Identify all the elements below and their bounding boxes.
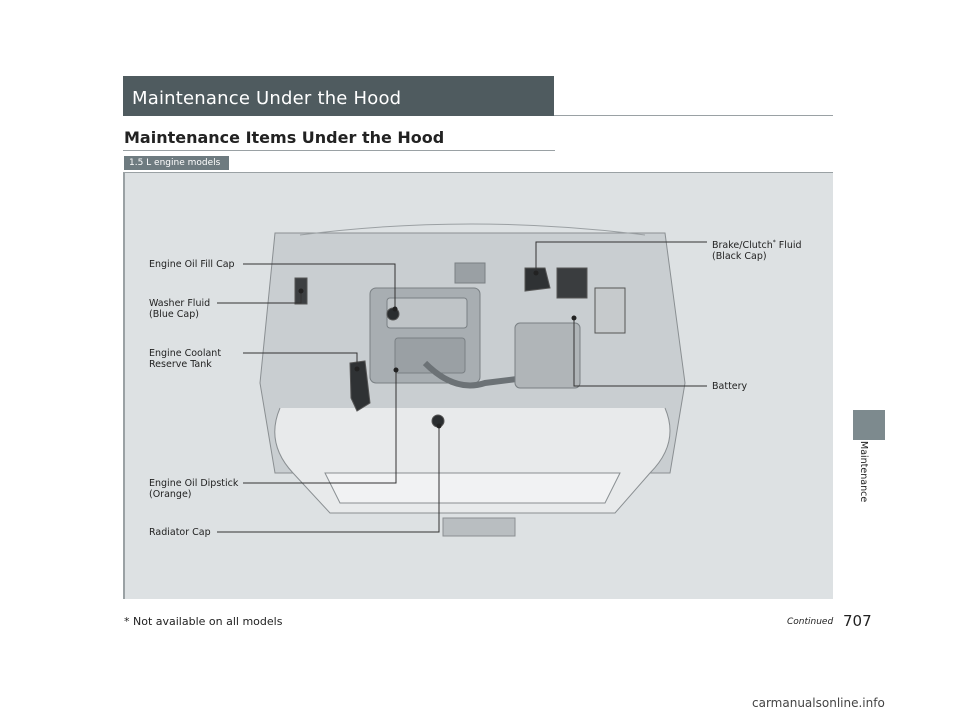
engine-bay-figure: Engine Oil Fill Cap Washer Fluid (Blue C…	[123, 172, 833, 599]
continued-label: Continued	[787, 617, 834, 627]
engine-bay-illustration	[217, 223, 707, 537]
callout-lines	[217, 241, 707, 533]
chapter-tab	[853, 410, 885, 440]
section-header: Maintenance Under the Hood	[123, 76, 554, 116]
label-battery: Battery	[712, 381, 748, 392]
header-rule	[554, 115, 833, 116]
label-brake-clutch-fluid: Brake/Clutch* Fluid (Black Cap)	[712, 237, 802, 262]
model-tag: 1.5 L engine models	[124, 156, 229, 170]
label-radiator-cap: Radiator Cap	[149, 527, 211, 538]
section-title: Maintenance Under the Hood	[132, 88, 402, 109]
brake-label-text: Brake/Clutch	[712, 240, 773, 252]
heading-rule	[123, 150, 555, 151]
chapter-tab-label: Maintenance	[858, 441, 869, 503]
callout-dots	[298, 270, 577, 429]
label-engine-coolant: Engine Coolant Reserve Tank	[149, 348, 222, 370]
footnote: * Not available on all models	[124, 615, 283, 628]
label-washer-fluid: Washer Fluid (Blue Cap)	[149, 298, 211, 320]
brake-footnote-mark: *	[772, 239, 776, 246]
page-heading: Maintenance Items Under the Hood	[124, 128, 445, 147]
label-engine-oil-fill-cap: Engine Oil Fill Cap	[149, 259, 235, 270]
watermark: carmanualsonline.info	[752, 696, 885, 710]
page-number: 707	[843, 612, 872, 630]
label-engine-oil-dipstick: Engine Oil Dipstick (Orange)	[149, 478, 239, 500]
reservoirs	[294, 267, 626, 428]
brake-label-cap: Fluid (Black Cap)	[712, 240, 802, 263]
